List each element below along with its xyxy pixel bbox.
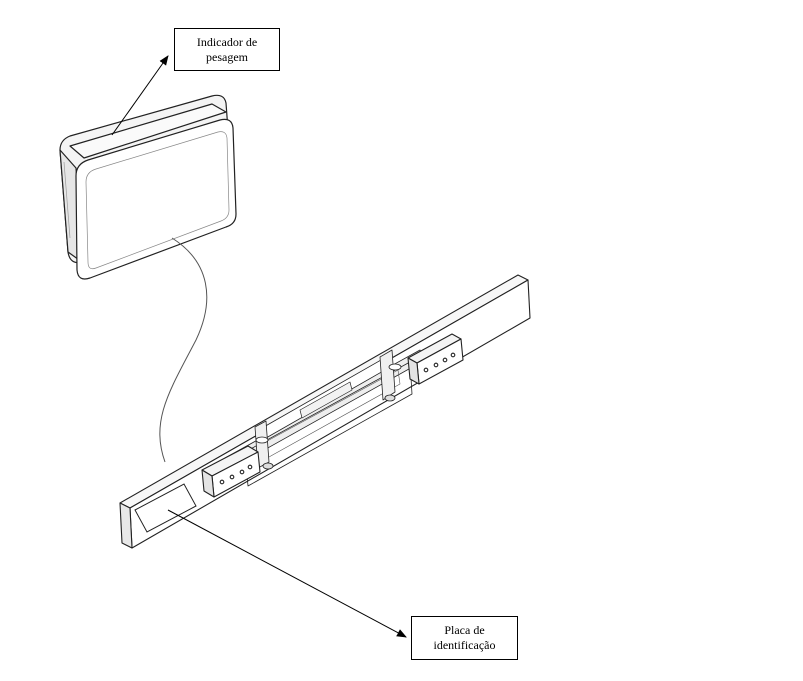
identification-plate-label-line1: Placa de — [444, 623, 485, 637]
identification-plate-label-line2: identificação — [433, 638, 496, 652]
weighing-indicator-label: Indicador de pesagem — [174, 28, 280, 71]
weighing-indicator-label-line2: pesagem — [206, 49, 248, 64]
identification-plate — [134, 483, 197, 533]
weighing-indicator — [59, 94, 237, 280]
weighing-indicator-label-line1: Indicador de — [196, 34, 258, 49]
right-mounting-block — [407, 333, 464, 385]
connection-cable — [159, 237, 208, 463]
plate-leader-arrow — [167, 509, 407, 638]
indicator-leader-arrow — [111, 55, 169, 136]
left-mounting-block — [201, 445, 261, 498]
identification-plate-label: Placa de identificação — [411, 616, 518, 660]
